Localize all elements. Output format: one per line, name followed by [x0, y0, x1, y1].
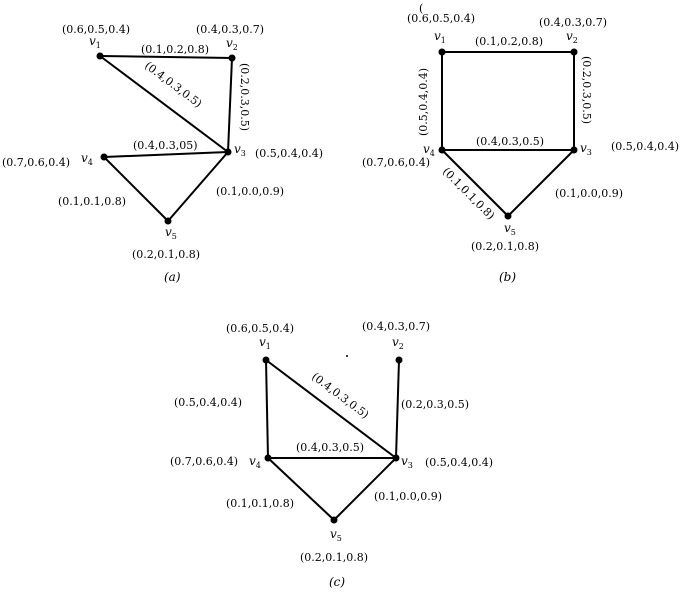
vertex-name-a-v4: v4: [81, 151, 93, 167]
vertex-value-a-v3: (0.5,0.4,0.4): [255, 147, 323, 160]
vertex-value-b-v3: (0.5,0.4,0.4): [611, 140, 679, 153]
vertex-name-c-v2: v2: [392, 335, 404, 351]
edge-value-c-v4-v3: (0.4,0.3,0.5): [296, 441, 364, 454]
node-c-v1: [262, 356, 270, 364]
edge-value-c-v1-v3: (0.4,0.3,0.5): [309, 370, 371, 421]
vertex-name-b-v4: v4: [423, 142, 435, 158]
edge-value-b-v3-v5: (0.1,0.0,0.9): [555, 187, 623, 200]
node-a-v4: [100, 153, 108, 161]
edge-c-v4-v5: [267, 457, 335, 521]
vertex-name-c-v4: v4: [249, 454, 261, 470]
node-a-v5: [164, 217, 172, 225]
node-b-v5: [504, 212, 512, 220]
edge-value-c-v3-v5: (0.1,0.0,0.9): [374, 490, 442, 503]
graph-b: ( v1 v2 v3 v4 v5 (0.6,0.5,0.4) (0.4,0.3,…: [362, 2, 679, 284]
vertex-value-c-v3: (0.5,0.4,0.4): [425, 456, 493, 469]
edge-value-b-v1-v4: (0.5,0.4,0.4): [417, 68, 430, 136]
vertex-value-a-v4: (0.7,0.6,0.4): [2, 156, 70, 169]
stray-dot-c: [346, 355, 348, 357]
vertex-value-c-v4: (0.7,0.6,0.4): [170, 455, 238, 468]
edge-value-c-v4-v5: (0.1,0.1,0.8): [226, 497, 294, 510]
vertex-value-c-v2: (0.4,0.3,0.7): [362, 320, 430, 333]
edge-value-b-v1-v2: (0.1,0.2,0.8): [475, 35, 543, 48]
edge-value-b-v4-v5: (0.1,0.1,0.8): [440, 165, 497, 222]
edge-c-v1-v3: [265, 359, 397, 459]
graph-c: v1 v2 v3 v4 v5 (0.6,0.5,0.4) (0.4,0.3,0.…: [170, 320, 493, 589]
node-b-v1: [438, 48, 446, 56]
edge-value-b-v2-v3: (0.2,0.3,0.5): [580, 56, 593, 124]
vertex-value-c-v5: (0.2,0.1,0.8): [300, 551, 368, 564]
node-c-v5: [330, 516, 338, 524]
node-a-v1: [96, 52, 104, 60]
edge-c-v2-v3: [395, 359, 400, 459]
edge-a-v4-v5: [103, 156, 169, 222]
vertex-value-a-v1: (0.6,0.5,0.4): [62, 23, 130, 36]
vertex-name-b-v3: v3: [580, 141, 592, 157]
edge-value-a-v1-v3: (0.4,0.3,0.5): [142, 59, 204, 110]
node-b-v4: [438, 146, 446, 154]
edge-a-v1-v3: [99, 55, 229, 153]
node-c-v3: [392, 454, 400, 462]
node-c-v4: [264, 454, 272, 462]
edge-a-v3-v5: [167, 151, 229, 222]
vertex-name-a-v1: v1: [89, 34, 101, 50]
graph-a: v1 v2 v3 v4 v5 (0.6,0.5,0.4) (0.4,0.3,0.…: [2, 23, 323, 284]
vertex-name-a-v2: v2: [226, 36, 238, 52]
edge-b-v3-v5: [507, 149, 575, 217]
vertex-value-a-v5: (0.2,0.1,0.8): [132, 248, 200, 261]
vertex-value-b-v1: (0.6,0.5,0.4): [407, 12, 475, 25]
node-b-v2: [570, 48, 578, 56]
vertex-name-c-v1: v1: [259, 335, 271, 351]
vertex-name-a-v5: v5: [165, 225, 177, 241]
vertex-value-b-v5: (0.2,0.1,0.8): [471, 240, 539, 253]
edge-value-a-v2-v3: (0.2,0.3,0.5): [238, 63, 251, 131]
caption-b: (b): [499, 270, 516, 284]
edge-c-v1-v4: [265, 359, 269, 459]
edge-value-c-v1-v4: (0.5,0.4,0.4): [174, 396, 242, 409]
edge-b-v4-v5: [441, 149, 509, 217]
edge-a-v4-v3: [103, 151, 229, 158]
caption-a: (a): [164, 270, 181, 284]
edge-value-a-v1-v2: (0.1,0.2,0.8): [141, 43, 209, 56]
edge-value-a-v3-v5: (0.1,0.0,0.9): [216, 185, 284, 198]
vertex-value-b-v2: (0.4,0.3,0.7): [539, 16, 607, 29]
vertex-name-b-v1: v1: [434, 29, 446, 45]
vertex-name-b-v2: v2: [566, 29, 578, 45]
edge-a-v2-v3: [227, 57, 233, 153]
vertex-name-c-v3: v3: [401, 454, 413, 470]
node-b-v3: [570, 146, 578, 154]
edge-value-b-v4-v3: (0.4,0.3,0.5): [476, 135, 544, 148]
vertex-name-a-v3: v3: [234, 142, 246, 158]
vertex-value-c-v1: (0.6,0.5,0.4): [226, 322, 294, 335]
edge-value-a-v4-v5: (0.1,0.1,0.8): [58, 195, 126, 208]
node-a-v3: [224, 148, 232, 156]
edge-value-a-v4-v3: (0.4,0.3,05): [133, 139, 198, 152]
edge-c-v3-v5: [333, 457, 397, 521]
vertex-name-c-v5: v5: [330, 527, 342, 543]
vertex-name-b-v5: v5: [504, 221, 516, 237]
stray-mark-b: (: [419, 2, 423, 15]
vertex-value-a-v2: (0.4,0.3,0.7): [196, 23, 264, 36]
edge-a-v1-v2: [99, 55, 233, 59]
edge-value-c-v2-v3: (0.2,0.3,0.5): [401, 398, 469, 411]
node-c-v2: [395, 356, 403, 364]
vertex-value-b-v4: (0.7,0.6,0.4): [362, 156, 430, 169]
node-a-v2: [228, 54, 236, 62]
caption-c: (c): [329, 575, 345, 589]
